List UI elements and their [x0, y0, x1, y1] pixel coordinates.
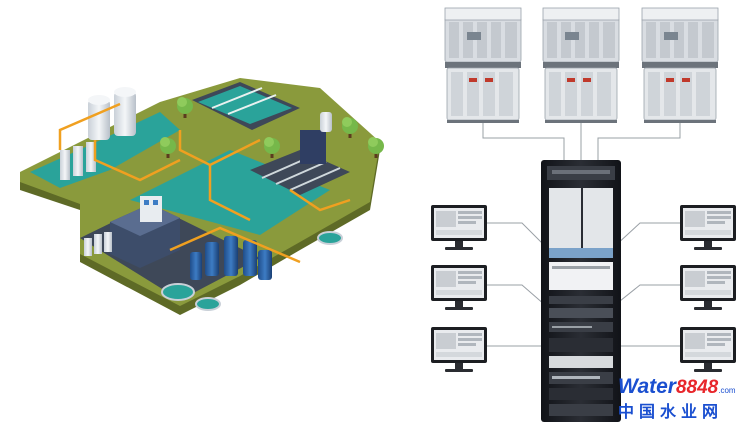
- plc-controller-3: [641, 7, 719, 124]
- watermark-brand-number: 8848: [675, 377, 719, 398]
- network-connections: [482, 120, 681, 347]
- plc-controller-1: [444, 7, 522, 124]
- plc-controller-2: [542, 7, 620, 124]
- workstation-monitor-right-2: [680, 265, 736, 310]
- workstation-monitor-left-3: [431, 327, 487, 372]
- workstation-monitor-left-1: [431, 205, 487, 250]
- workstation-monitor-right-3: [680, 327, 736, 372]
- watermark-chinese-name: 中国水业网: [618, 402, 724, 421]
- watermark-brand-suffix: .com: [718, 386, 736, 395]
- watermark-brand-word: Water: [618, 375, 676, 398]
- watermark-logo: Water8848.com 中国水业网: [618, 376, 744, 424]
- server-rack-cabinet: [541, 160, 621, 422]
- workstation-monitor-right-1: [680, 205, 736, 250]
- watermark-brand: Water8848.com: [618, 376, 744, 402]
- workstation-monitor-left-2: [431, 265, 487, 310]
- water-treatment-plant-illustration: [20, 78, 384, 315]
